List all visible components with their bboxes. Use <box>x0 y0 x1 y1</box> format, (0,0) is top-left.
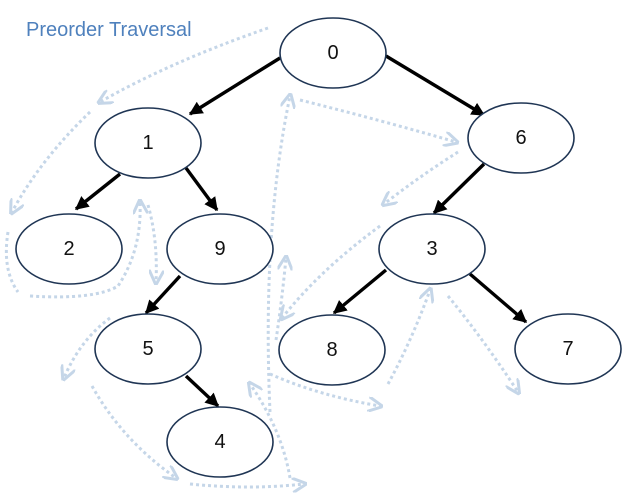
node-ellipse <box>166 406 274 478</box>
node-label: 1 <box>142 132 153 154</box>
tree-node: 2 <box>15 213 123 285</box>
node-label: 9 <box>214 238 225 260</box>
trace-segment <box>12 110 92 212</box>
node-ellipse <box>94 313 202 385</box>
tree-node: 6 <box>467 102 575 174</box>
node-ellipse <box>279 17 387 89</box>
node-ellipse <box>378 213 486 285</box>
edge-1-to-9 <box>184 166 219 212</box>
node-ellipse <box>94 107 202 179</box>
trace-segment <box>386 290 430 385</box>
tree-node: 3 <box>378 213 486 285</box>
trace-segment <box>299 98 456 142</box>
trace-segment <box>64 316 111 378</box>
node-label: 5 <box>142 338 153 360</box>
diagram-title: Preorder Traversal <box>26 19 192 41</box>
tree-edges <box>74 54 528 408</box>
edge-1-to-2 <box>74 172 122 211</box>
trace-segment <box>146 204 156 282</box>
node-label: 2 <box>63 238 74 260</box>
tree-nodes: 0 1 6 2 9 3 5 8 <box>15 17 622 478</box>
trace-segment <box>250 384 292 479</box>
node-label: 4 <box>214 431 225 453</box>
trace-segment <box>384 150 459 204</box>
tree-node: 4 <box>166 406 274 478</box>
edge-6-to-3 <box>432 162 486 215</box>
trace-segment <box>282 224 381 318</box>
trace-segment <box>100 26 269 102</box>
tree-node: 7 <box>514 313 622 385</box>
edge-0-to-1 <box>188 56 281 116</box>
trace-segment <box>274 258 286 341</box>
node-ellipse <box>166 213 274 285</box>
edge-0-to-6 <box>385 54 486 117</box>
edge-9-to-5 <box>144 274 182 315</box>
node-label: 0 <box>327 42 338 64</box>
node-ellipse <box>467 102 575 174</box>
edge-3-to-7 <box>468 272 528 324</box>
tree-node: 1 <box>94 107 202 179</box>
edge-3-to-8 <box>332 268 388 315</box>
node-label: 3 <box>426 238 437 260</box>
tree-node: 8 <box>278 314 386 386</box>
node-label: 6 <box>515 127 526 149</box>
trace-segment <box>269 372 380 406</box>
trace-segment <box>29 202 140 299</box>
trace-segment <box>446 295 518 392</box>
node-ellipse <box>15 213 123 285</box>
node-ellipse <box>514 313 622 385</box>
node-label: 7 <box>562 338 573 360</box>
node-label: 8 <box>326 339 337 361</box>
edge-5-to-4 <box>184 374 220 408</box>
trace-segment <box>189 484 304 487</box>
trace-segment <box>4 231 20 293</box>
tree-node: 0 <box>279 17 387 89</box>
trace-segment <box>90 385 176 478</box>
tree-node: 9 <box>166 213 274 285</box>
node-ellipse <box>278 314 386 386</box>
tree-node: 5 <box>94 313 202 385</box>
